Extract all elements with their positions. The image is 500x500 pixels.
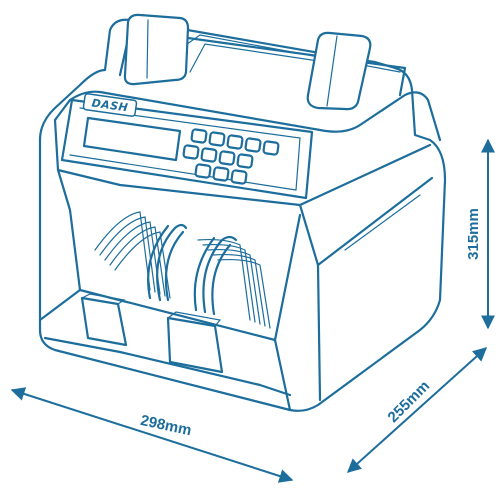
stacker-ribs bbox=[94, 211, 271, 329]
upper-front-shell bbox=[53, 90, 442, 142]
machine-body-outline bbox=[38, 18, 447, 412]
brand-logo: DASH bbox=[82, 93, 138, 117]
width-dimension: 298mm bbox=[10, 387, 294, 483]
keypad bbox=[182, 128, 280, 185]
svg-text:DASH: DASH bbox=[91, 96, 129, 114]
height-label: 315mm bbox=[465, 208, 482, 260]
control-panel bbox=[60, 98, 314, 200]
width-label: 298mm bbox=[139, 412, 193, 439]
hopper-guide-right bbox=[306, 31, 372, 111]
stopper-left bbox=[80, 296, 128, 347]
top-hopper bbox=[118, 28, 407, 97]
stacker-wheels bbox=[147, 223, 238, 316]
display-screen bbox=[82, 116, 182, 162]
hopper-guide-left bbox=[123, 13, 190, 86]
height-dimension: 315mm bbox=[465, 138, 495, 330]
base-lip bbox=[43, 336, 292, 397]
right-side-panel bbox=[298, 176, 434, 267]
stopper-right bbox=[166, 316, 224, 374]
